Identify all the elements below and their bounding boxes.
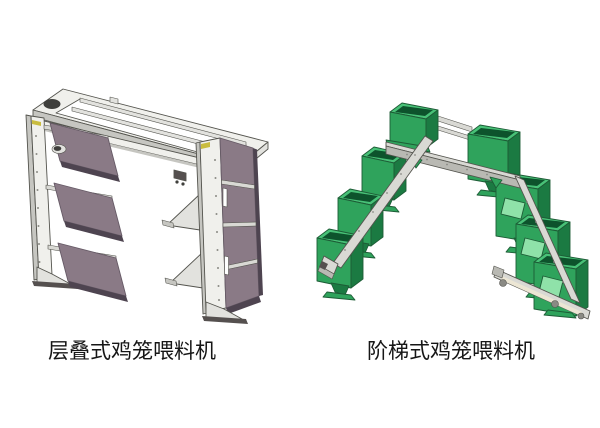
left-column-assembly xyxy=(25,114,128,302)
green-hopper-box xyxy=(385,102,439,153)
green-hopper-box xyxy=(361,146,407,213)
caster-wheel xyxy=(577,312,585,320)
base-rail xyxy=(491,265,591,320)
right-diagonal-rail xyxy=(514,175,581,304)
caption-stepped-feeder: 阶梯式鸡笼喂料机 xyxy=(367,339,535,363)
hopper-stack xyxy=(219,137,263,314)
hopper-panel xyxy=(49,122,120,182)
caster-wheel xyxy=(551,300,559,308)
feed-trolley xyxy=(173,169,187,186)
caption-stacked-feeder: 层叠式鸡笼喂料机 xyxy=(48,339,216,363)
figure-stepped-feeder xyxy=(312,98,592,328)
right-column-assembly xyxy=(161,137,263,324)
tube-hole-left xyxy=(43,99,61,109)
top-cross-rails xyxy=(437,115,473,141)
hopper-panel xyxy=(53,182,124,242)
left-diagonal-rail xyxy=(317,135,434,280)
stacked-feeder-image xyxy=(25,88,269,324)
stepped-feeder-image xyxy=(316,102,591,320)
figure-stacked-feeder xyxy=(10,76,290,326)
hopper-panel xyxy=(57,242,128,302)
caster-wheel xyxy=(499,279,507,287)
